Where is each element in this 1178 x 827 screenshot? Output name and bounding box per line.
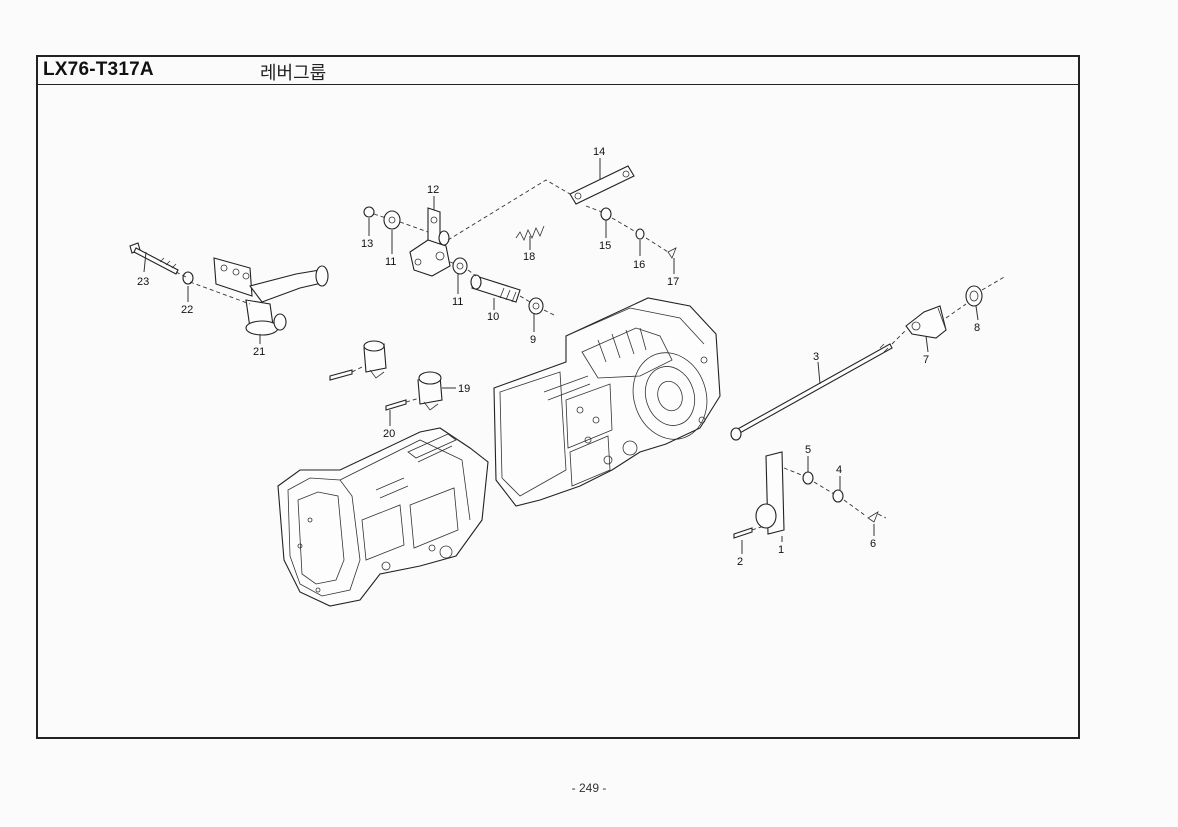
front-transmission-housing <box>277 427 489 607</box>
page-number: - 249 - <box>571 781 607 795</box>
part-6-cotter-pin <box>867 511 879 523</box>
part-7-bracket <box>905 305 947 339</box>
part-5-washer <box>802 471 814 485</box>
part-12-lever-bracket <box>409 207 451 277</box>
part-20-pin <box>385 399 407 411</box>
callout-19: 19 <box>458 383 470 395</box>
callout-21: 21 <box>253 346 265 358</box>
part-23-bolt <box>129 242 179 275</box>
callout-16: 16 <box>633 259 645 271</box>
callout-17: 17 <box>667 276 679 288</box>
callout-5: 5 <box>805 444 811 456</box>
part-15-washer <box>600 207 612 221</box>
part-8-bushing <box>965 285 983 307</box>
callout-18: 18 <box>523 251 535 263</box>
callout-1: 1 <box>778 544 784 556</box>
part-2-pin <box>733 527 753 539</box>
assembly-lines <box>175 179 1007 531</box>
diagram-code: LX76-T317A <box>43 59 154 80</box>
callout-leaders <box>143 158 979 554</box>
part-11-washer-upper <box>383 210 401 230</box>
callout-labels: 1 2 3 4 5 6 7 8 9 10 11 11 12 13 14 15 1… <box>137 146 980 568</box>
part-9-washer <box>528 297 544 315</box>
page-header: LX76-T317A 레버그룹 <box>38 57 1078 85</box>
callout-15: 15 <box>599 240 611 252</box>
diagram-title: 레버그룹 <box>260 63 327 84</box>
callout-10: 10 <box>487 311 499 323</box>
part-3-rod <box>730 343 893 441</box>
callout-8: 8 <box>974 322 980 334</box>
part-pin-upper <box>329 369 353 381</box>
callout-20: 20 <box>383 428 395 440</box>
diagram-frame: LX76-T317A 레버그룹 <box>36 55 1080 739</box>
part-21-lever-arm <box>213 257 329 336</box>
callout-2: 2 <box>737 556 743 568</box>
part-1-lever <box>755 451 785 535</box>
part-10-shaft <box>470 274 521 303</box>
part-22-washer <box>182 271 194 285</box>
part-14-link-plate <box>569 165 635 205</box>
callout-6: 6 <box>870 538 876 550</box>
callout-22: 22 <box>181 304 193 316</box>
part-19-shift-fork-upper <box>363 340 387 379</box>
callout-12: 12 <box>427 184 439 196</box>
callout-11-upper: 11 <box>385 256 396 268</box>
callout-23: 23 <box>137 276 149 288</box>
callout-13: 13 <box>361 238 373 250</box>
part-16-washer <box>635 228 645 240</box>
callout-14: 14 <box>593 146 605 158</box>
part-4-washer <box>832 489 844 503</box>
part-13-ring <box>363 206 375 218</box>
callout-11-lower: 11 <box>452 296 463 308</box>
part-17-cotter-pin <box>667 247 677 259</box>
rear-transmission-housing <box>493 297 721 507</box>
callout-9: 9 <box>530 334 536 346</box>
callout-7: 7 <box>923 354 929 366</box>
part-18-spring <box>515 225 545 241</box>
callout-3: 3 <box>813 351 819 363</box>
callout-4: 4 <box>836 464 842 476</box>
part-11-washer-lower <box>452 257 468 275</box>
part-19-shift-fork <box>417 371 443 411</box>
